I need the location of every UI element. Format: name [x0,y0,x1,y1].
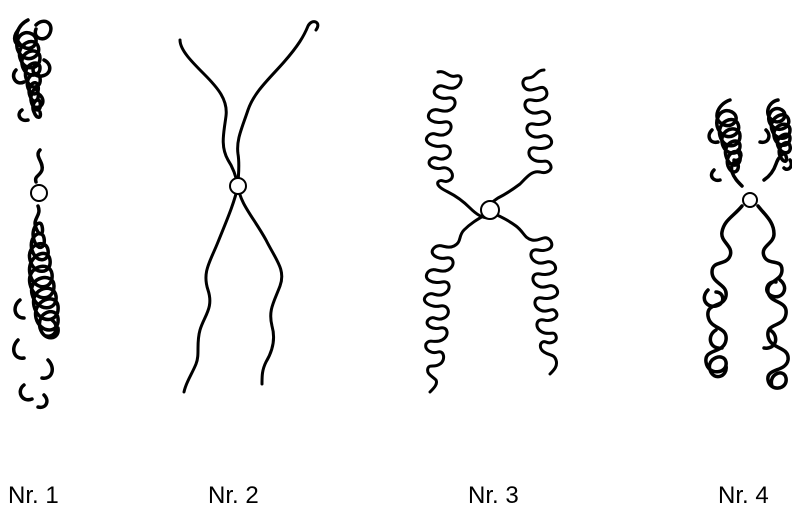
stage-label-1: Nr. 1 [8,482,59,510]
chromosome-2 [180,22,318,392]
chromosome-4 [704,100,791,388]
chromosome-1 [14,20,59,407]
chromosome-3 [424,70,557,392]
stage-label-2: Nr. 2 [208,482,259,510]
stage-label-3: Nr. 3 [468,482,519,510]
stage-label-4: Nr. 4 [718,482,769,510]
